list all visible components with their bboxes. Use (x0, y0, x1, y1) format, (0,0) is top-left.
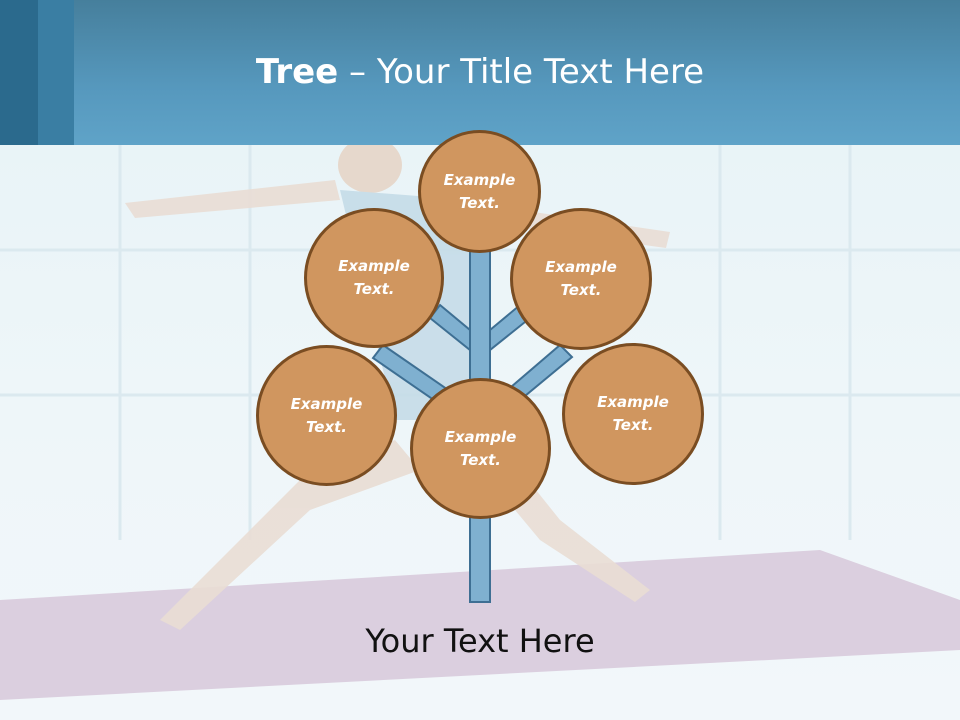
tree-node-upper-right: Example Text. (510, 208, 652, 350)
tree-node-label: Example Text. (338, 257, 410, 298)
tree-node-label: Example Text. (444, 427, 517, 469)
tree-branch (428, 303, 471, 353)
slide-caption: Your Text Here (365, 622, 595, 660)
banner-stripe (0, 0, 38, 145)
tree-node-lower-right: Example Text. (562, 343, 704, 485)
title-bold: Tree (255, 52, 339, 92)
tree-node-top: Example Text. (418, 130, 541, 253)
slide-title: Tree – Your Title Text Here (0, 52, 960, 92)
tree-node-label: Example Text. (545, 258, 617, 299)
yoga-mat (0, 550, 960, 700)
tree-node-label: Example Text. (597, 393, 669, 434)
tree-node-label: Example Text. (443, 170, 516, 212)
tree-node-label: Example Text. (290, 394, 363, 436)
title-banner: Tree – Your Title Text Here (0, 0, 960, 145)
title-rest: – Your Title Text Here (338, 52, 705, 92)
banner-stripe (38, 0, 74, 145)
tree-node-upper-left: Example Text. (304, 208, 444, 348)
tree-node-lower-left: Example Text. (256, 345, 397, 486)
tree-node-center: Example Text. (410, 378, 551, 519)
